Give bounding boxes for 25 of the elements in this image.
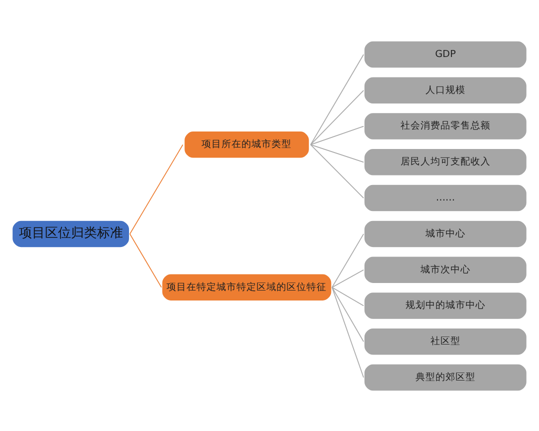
connector (332, 286, 364, 306)
connector (310, 144, 364, 162)
node-box: …… (362, 182, 528, 212)
connector (332, 286, 364, 378)
connector (310, 89, 364, 145)
connector (129, 144, 184, 234)
node-box: 项目区位归类标准 (10, 218, 131, 248)
node-box: 城市次中心 (362, 254, 528, 284)
connector (332, 268, 364, 288)
connector (332, 233, 364, 288)
node-box: 项目在特定城市特定区域的区位特征 (160, 272, 333, 302)
connector (310, 125, 364, 145)
node-box: GDP (362, 39, 528, 69)
connector (129, 233, 162, 288)
node-box: 城市中心 (362, 218, 528, 248)
node-box: 居民人均可支配收入 (362, 146, 528, 177)
node-box: 典型的郊区型 (362, 362, 528, 392)
node-box: 项目所在的城市类型 (182, 129, 311, 160)
node-box: 社区型 (362, 326, 528, 356)
node-box: 人口规模 (362, 75, 528, 105)
connector (310, 144, 364, 198)
connector (310, 54, 364, 145)
node-box: 规划中的城市中心 (362, 290, 528, 320)
connector (332, 286, 364, 342)
node-box: 社会消费品零售总额 (362, 110, 528, 141)
